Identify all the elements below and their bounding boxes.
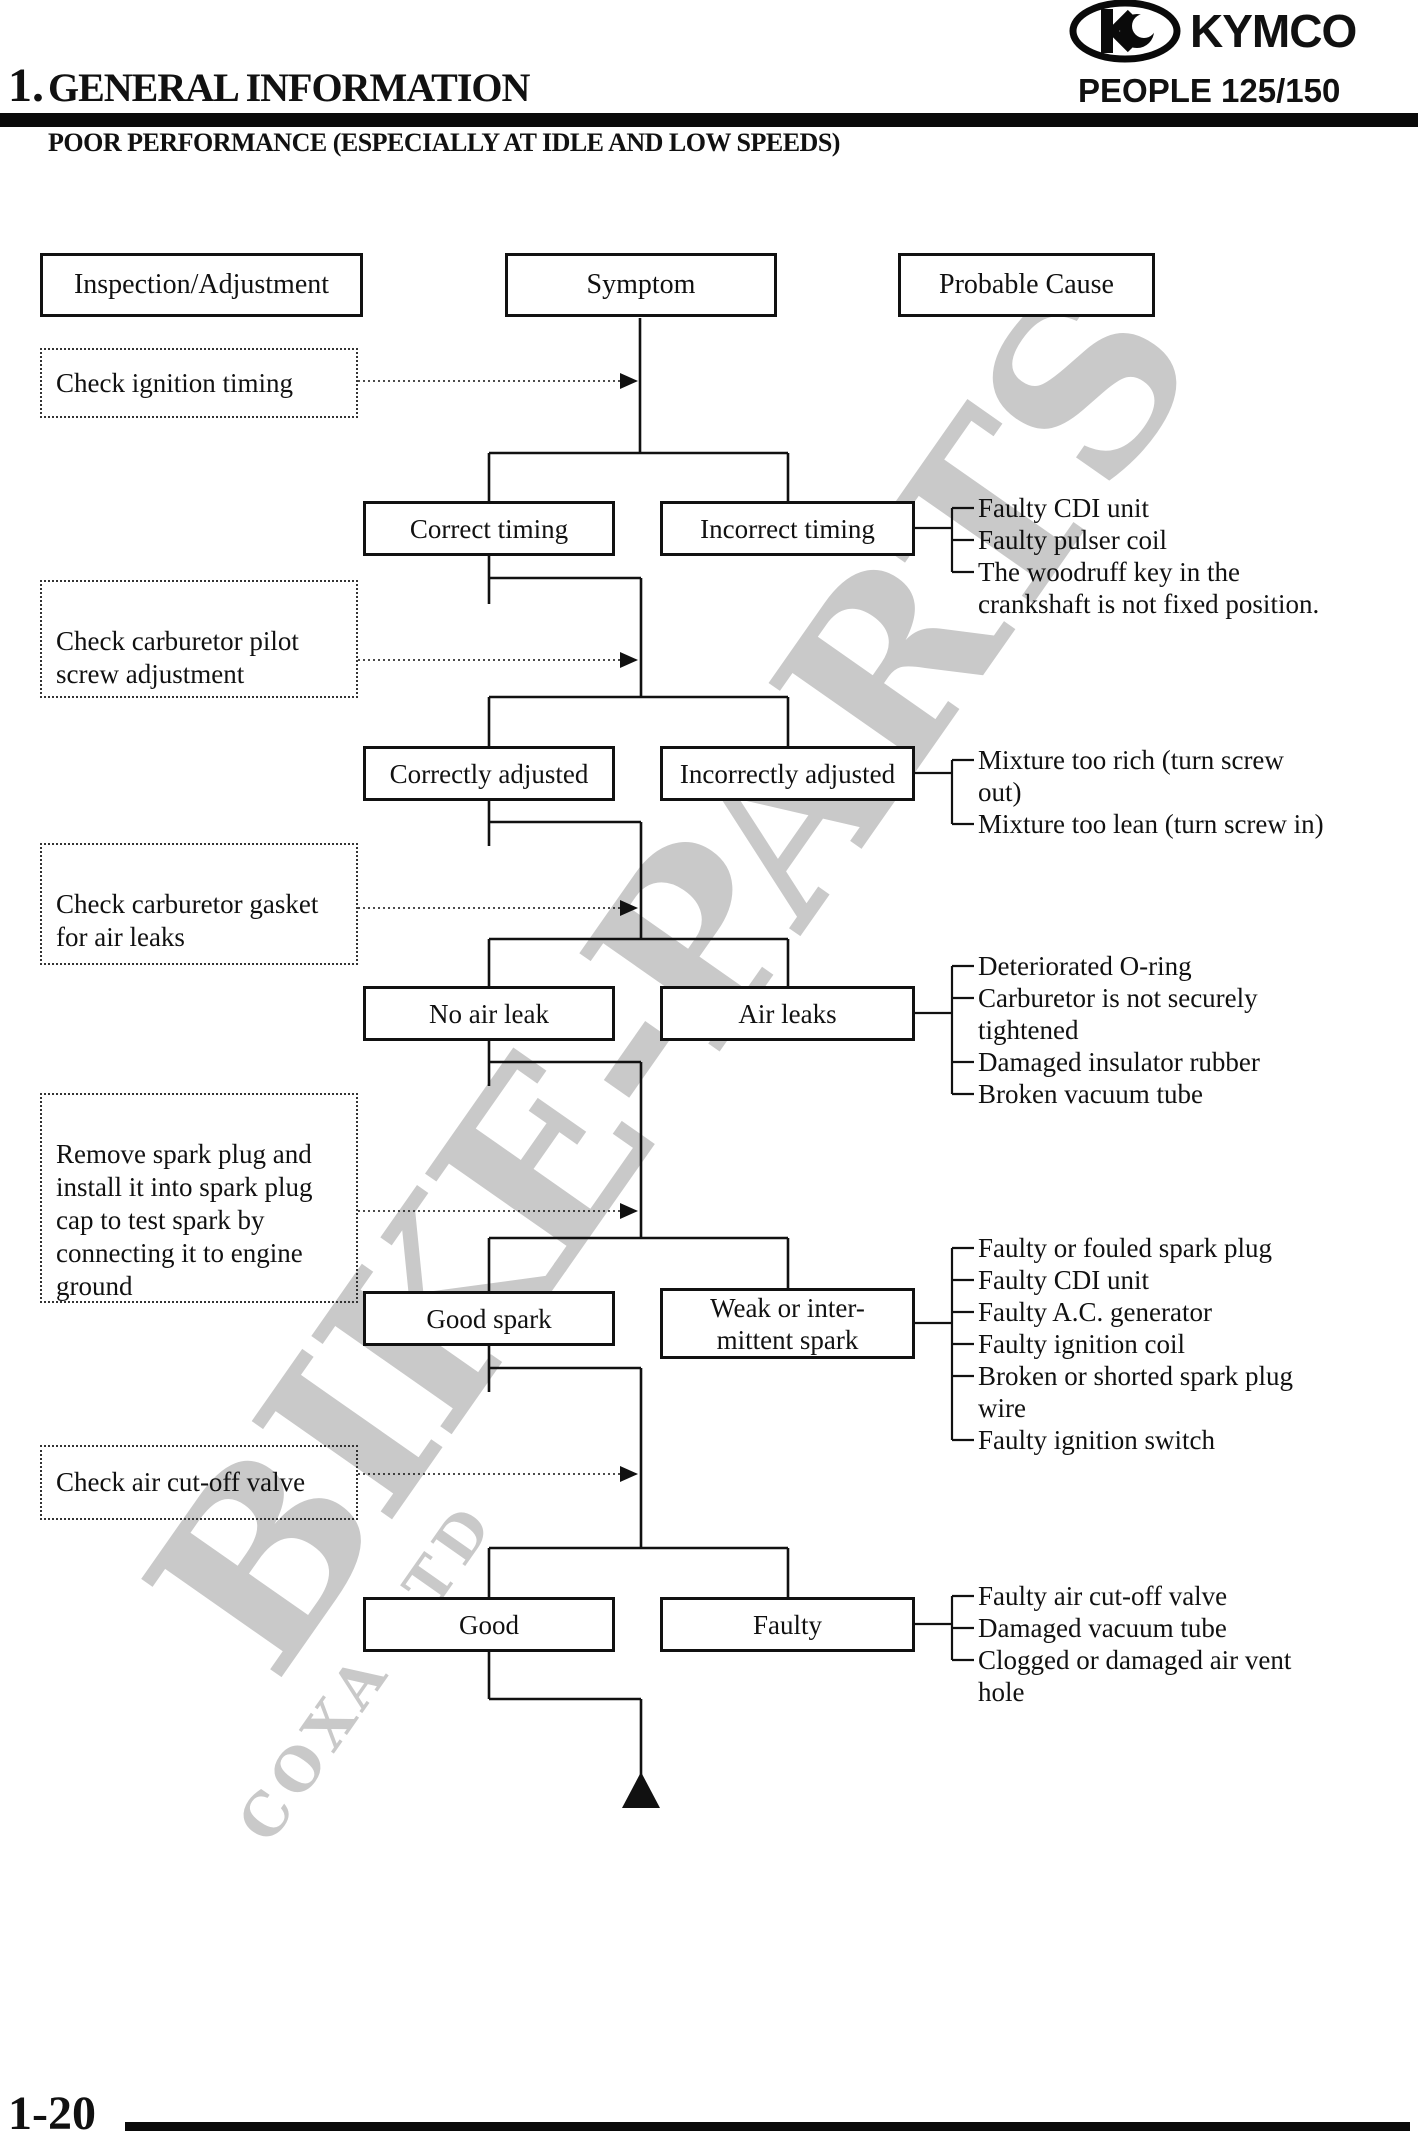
symptom-label: Incorrectly adjusted xyxy=(679,758,896,789)
inspection-step-carburetor-gasket: Check carburetor gasket for air leaks xyxy=(40,843,358,965)
chapter-heading: 1. GENERAL INFORMATION xyxy=(8,58,530,113)
symptom-label: No air leak xyxy=(429,998,549,1029)
symptom-label: Good xyxy=(459,1609,519,1640)
inspection-step-label: Check carburetor gasket for air leaks xyxy=(56,889,319,952)
cause-brackets xyxy=(915,506,974,1662)
continuation-triangle-icon xyxy=(622,1772,660,1808)
page-number: 1-20 xyxy=(8,2087,96,2140)
cause-list-mixture: Mixture too rich (turn screw out) Mixtur… xyxy=(978,745,1324,839)
column-header-inspection: Inspection/Adjustment xyxy=(40,253,363,317)
symptom-label: Air leaks xyxy=(738,998,837,1029)
inspection-step-label: Check air cut-off valve xyxy=(56,1467,306,1497)
inspection-step-label: Check carburetor pilot screw adjustment xyxy=(56,626,299,689)
column-header-label: Symptom xyxy=(586,269,696,300)
symptom-label: Correctly adjusted xyxy=(389,758,589,789)
symptom-box-weak-spark: Weak or inter- mittent spark xyxy=(660,1288,915,1359)
cause-list-spark: Faulty or fouled spark plug Faulty CDI u… xyxy=(978,1233,1293,1455)
kymco-logo-icon xyxy=(1069,0,1181,63)
symptom-label: Correct timing xyxy=(409,513,569,544)
brand-name: KYMCO xyxy=(1190,5,1357,57)
inspection-step-pilot-screw: Check carburetor pilot screw adjustment xyxy=(40,580,358,698)
chapter-title: GENERAL INFORMATION xyxy=(48,65,530,110)
inspection-step-spark-test: Remove spark plug and install it into sp… xyxy=(40,1093,358,1303)
cause-list-timing: Faulty CDI unit Faulty pulser coil The w… xyxy=(978,493,1320,619)
inspection-step-ignition-timing: Check ignition timing xyxy=(40,348,358,418)
symptom-label: Faulty xyxy=(752,1609,822,1640)
column-header-label: Inspection/Adjustment xyxy=(73,269,330,300)
symptom-box-no-air-leak: No air leak xyxy=(363,986,615,1041)
symptom-box-incorrect-timing: Incorrect timing xyxy=(660,501,915,556)
symptom-label: Weak or inter- mittent spark xyxy=(710,1292,865,1355)
column-header-probable-cause: Probable Cause xyxy=(898,253,1155,317)
cause-list-air-cutoff: Faulty air cut-off valve Damaged vacuum … xyxy=(978,1581,1292,1707)
inspection-step-label: Check ignition timing xyxy=(56,367,293,398)
symptom-box-good: Good xyxy=(363,1597,615,1652)
column-header-symptom: Symptom xyxy=(505,253,777,317)
chapter-number: 1. xyxy=(8,59,44,112)
footer-rule xyxy=(125,2122,1410,2131)
symptom-label: Good spark xyxy=(426,1303,552,1334)
flow-lines xyxy=(487,318,790,1776)
symptom-label: Incorrect timing xyxy=(700,513,875,544)
header-divider-bar xyxy=(0,113,1418,127)
page-title: POOR PERFORMANCE (ESPECIALLY AT IDLE AND… xyxy=(48,128,840,157)
column-header-label: Probable Cause xyxy=(939,269,1114,300)
symptom-box-air-leaks: Air leaks xyxy=(660,986,915,1041)
inspection-step-label: Remove spark plug and install it into sp… xyxy=(56,1139,313,1301)
cause-list-air-leaks: Deteriorated O-ring Carburetor is not se… xyxy=(978,951,1260,1109)
symptom-box-incorrectly-adjusted: Incorrectly adjusted xyxy=(660,746,915,801)
inspection-step-air-cutoff-valve: Check air cut-off valve xyxy=(40,1445,358,1520)
symptom-box-faulty: Faulty xyxy=(660,1597,915,1652)
arrowhead-icon xyxy=(620,373,638,1482)
model-name: PEOPLE 125/150 xyxy=(1078,72,1341,109)
symptom-box-good-spark: Good spark xyxy=(363,1291,615,1346)
symptom-box-correct-timing: Correct timing xyxy=(363,501,615,556)
symptom-box-correctly-adjusted: Correctly adjusted xyxy=(363,746,615,801)
dotted-arrow-lines xyxy=(358,380,620,1475)
